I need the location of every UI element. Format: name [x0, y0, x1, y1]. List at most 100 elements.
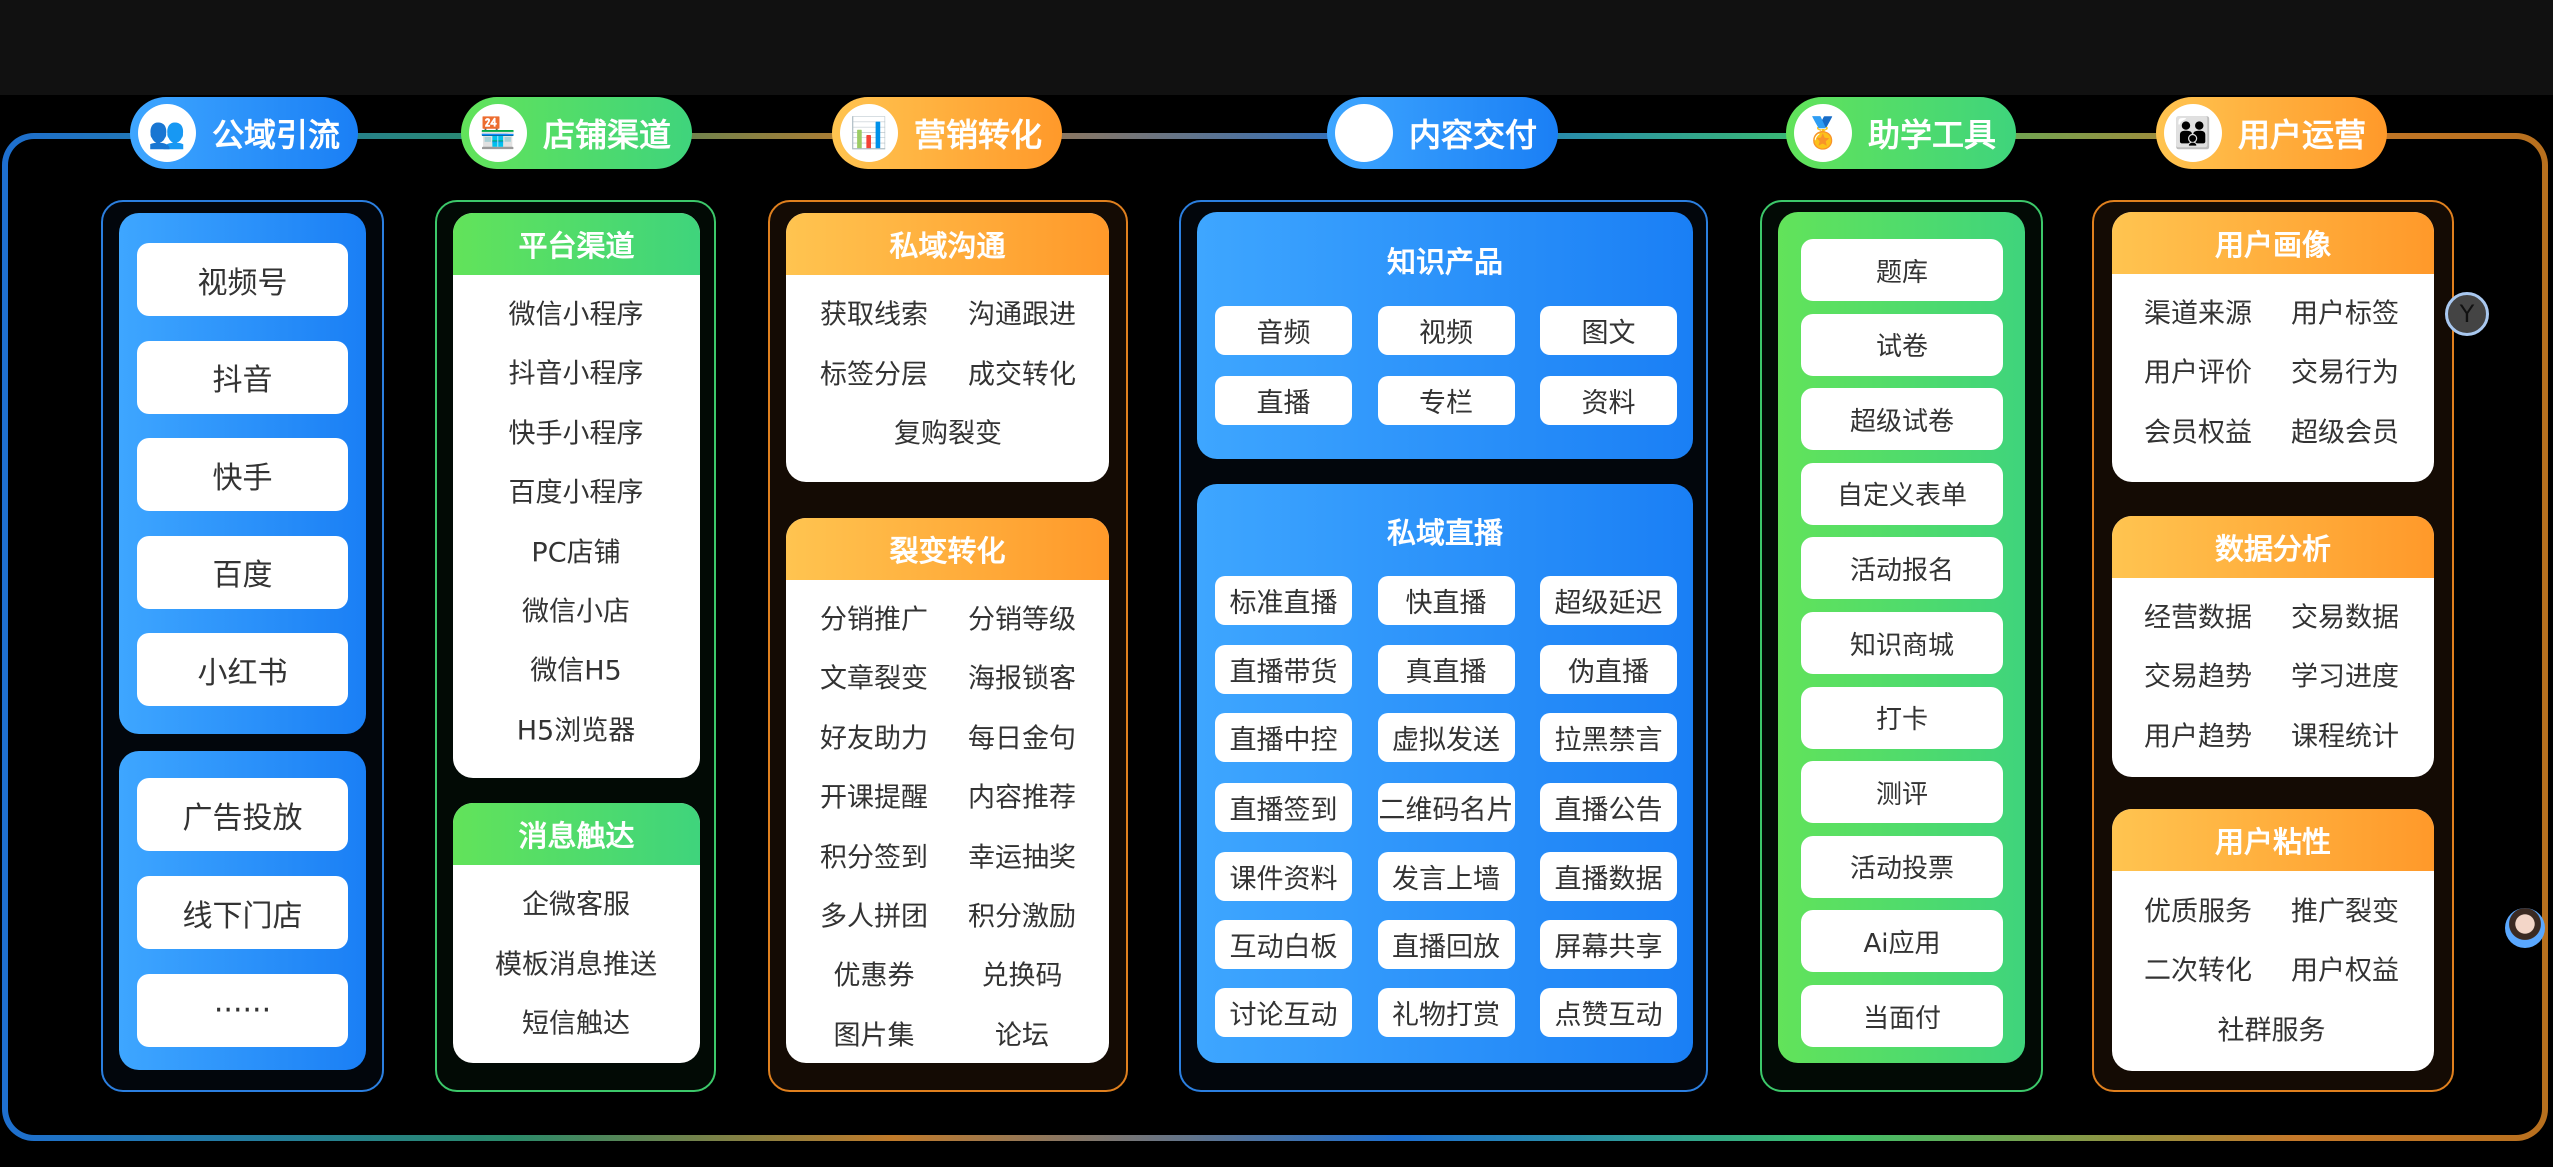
feature-chip[interactable]: 直播: [1215, 376, 1352, 425]
category-pill-2[interactable]: 📊营销转化: [832, 97, 1062, 169]
list-item[interactable]: 沟通跟进: [968, 299, 1076, 331]
feature-chip[interactable]: 专栏: [1377, 376, 1515, 425]
list-item[interactable]: 好友助力: [820, 723, 928, 755]
list-item[interactable]: 经营数据: [2144, 602, 2252, 634]
tool-item[interactable]: 活动投票: [1801, 835, 2003, 898]
feature-chip[interactable]: 快直播: [1377, 576, 1515, 625]
feature-chip[interactable]: 标准直播: [1215, 576, 1352, 625]
feature-chip[interactable]: 礼物打赏: [1377, 988, 1515, 1037]
list-item[interactable]: 用户权益: [2291, 955, 2399, 987]
channel-item[interactable]: 小红书: [137, 633, 348, 706]
assistant-logo-icon[interactable]: Y: [2445, 292, 2489, 336]
channel-item[interactable]: 百度: [137, 535, 348, 609]
list-item[interactable]: 微信H5: [530, 655, 622, 687]
list-item[interactable]: 优质服务: [2144, 896, 2252, 928]
list-item[interactable]: 微信小程序: [508, 299, 644, 331]
feature-chip[interactable]: 直播签到: [1215, 783, 1352, 832]
tool-item[interactable]: 自定义表单: [1801, 462, 2003, 525]
feature-chip[interactable]: 直播回放: [1377, 920, 1515, 969]
list-item[interactable]: 微信小店: [522, 596, 630, 628]
list-item[interactable]: 获取线索: [820, 299, 928, 331]
list-item[interactable]: 抖音小程序: [508, 358, 644, 390]
channel-item[interactable]: 快手: [137, 438, 348, 511]
feature-chip[interactable]: 直播中控: [1215, 713, 1352, 762]
feature-chip[interactable]: 伪直播: [1540, 645, 1677, 694]
list-item[interactable]: 分销等级: [968, 604, 1076, 636]
list-item[interactable]: 会员权益: [2144, 417, 2252, 449]
feature-chip[interactable]: 讨论互动: [1215, 988, 1352, 1037]
list-item[interactable]: 超级会员: [2291, 417, 2399, 449]
tool-item[interactable]: 测评: [1801, 761, 2003, 824]
tool-item[interactable]: 题库: [1801, 239, 2003, 301]
list-item[interactable]: 交易数据: [2291, 602, 2399, 634]
tool-item[interactable]: 知识商城: [1801, 612, 2003, 674]
channel-item[interactable]: 线下门店: [137, 876, 348, 949]
list-item[interactable]: 兑换码: [981, 960, 1063, 992]
tool-item[interactable]: 试卷: [1801, 313, 2003, 376]
feature-chip[interactable]: 视频: [1377, 306, 1515, 355]
list-item[interactable]: 学习进度: [2291, 661, 2399, 693]
feature-chip[interactable]: 直播数据: [1540, 852, 1677, 901]
feature-chip[interactable]: 互动白板: [1215, 920, 1352, 969]
feature-chip[interactable]: 拉黑禁言: [1540, 713, 1677, 762]
list-item[interactable]: 标签分层: [820, 359, 928, 390]
category-pill-4[interactable]: 🏅助学工具: [1786, 97, 2016, 169]
tool-item[interactable]: 活动报名: [1801, 537, 2003, 600]
feature-chip[interactable]: 超级延迟: [1540, 576, 1677, 625]
list-item[interactable]: 图片集: [833, 1020, 915, 1052]
tool-item[interactable]: Ai应用: [1801, 910, 2003, 973]
feature-chip[interactable]: 图文: [1540, 306, 1677, 355]
list-item[interactable]: 交易行为: [2291, 357, 2399, 389]
feature-chip[interactable]: 发言上墙: [1377, 852, 1515, 901]
list-item[interactable]: 多人拼团: [820, 901, 928, 933]
feature-chip[interactable]: 直播公告: [1540, 783, 1677, 832]
list-item[interactable]: 复购裂变: [894, 418, 1002, 450]
feature-chip[interactable]: 资料: [1540, 376, 1677, 425]
tool-item[interactable]: 当面付: [1801, 985, 2003, 1047]
category-pill-5[interactable]: 👪用户运营: [2156, 97, 2387, 169]
category-pill-0[interactable]: 👥公域引流: [130, 97, 358, 169]
list-item[interactable]: 用户评价: [2144, 357, 2252, 389]
channel-item[interactable]: 广告投放: [137, 778, 348, 851]
list-item[interactable]: 用户标签: [2291, 298, 2399, 330]
list-item[interactable]: 交易趋势: [2144, 661, 2252, 693]
category-pill-1[interactable]: 🏪店铺渠道: [461, 97, 692, 169]
list-item[interactable]: 快手小程序: [508, 418, 644, 450]
list-item[interactable]: 用户趋势: [2144, 721, 2252, 753]
list-item[interactable]: 积分激励: [968, 901, 1076, 933]
list-item[interactable]: 二次转化: [2144, 955, 2252, 987]
feature-chip[interactable]: 虚拟发送: [1377, 713, 1515, 762]
feature-chip[interactable]: 课件资料: [1215, 852, 1352, 901]
list-item[interactable]: 渠道来源: [2144, 298, 2252, 330]
tool-item[interactable]: 打卡: [1801, 686, 2003, 749]
channel-item[interactable]: 抖音: [137, 340, 348, 414]
list-item[interactable]: 短信触达: [522, 1008, 630, 1040]
list-item[interactable]: 推广裂变: [2291, 896, 2399, 928]
feature-chip[interactable]: 直播带货: [1215, 645, 1352, 694]
avatar[interactable]: [2505, 908, 2545, 948]
list-item[interactable]: 模板消息推送: [495, 949, 657, 980]
list-item[interactable]: 企微客服: [522, 889, 630, 921]
list-item[interactable]: 内容推荐: [968, 782, 1076, 814]
channel-item[interactable]: 视频号: [137, 243, 348, 316]
list-item[interactable]: 课程统计: [2291, 721, 2399, 753]
list-item[interactable]: 开课提醒: [820, 782, 928, 814]
list-item[interactable]: PC店铺: [531, 537, 621, 569]
list-item[interactable]: 百度小程序: [508, 477, 644, 509]
list-item[interactable]: 优惠券: [833, 960, 915, 992]
channel-item[interactable]: ······: [137, 974, 348, 1047]
feature-chip[interactable]: 真直播: [1377, 645, 1515, 694]
list-item[interactable]: 积分签到: [820, 842, 928, 874]
list-item[interactable]: 幸运抽奖: [968, 842, 1076, 874]
feature-chip[interactable]: 屏幕共享: [1540, 920, 1677, 969]
list-item[interactable]: 文章裂变: [820, 663, 928, 695]
feature-chip[interactable]: 二维码名片: [1377, 783, 1515, 832]
list-item[interactable]: 论坛: [995, 1020, 1049, 1052]
list-item[interactable]: 分销推广: [820, 604, 928, 636]
feature-chip[interactable]: 点赞互动: [1540, 988, 1677, 1037]
list-item[interactable]: 成交转化: [968, 359, 1076, 390]
list-item[interactable]: 每日金句: [968, 723, 1076, 755]
tool-item[interactable]: 超级试卷: [1801, 388, 2003, 451]
category-pill-3[interactable]: ◈内容交付: [1327, 97, 1558, 169]
list-item[interactable]: H5浏览器: [516, 715, 636, 747]
